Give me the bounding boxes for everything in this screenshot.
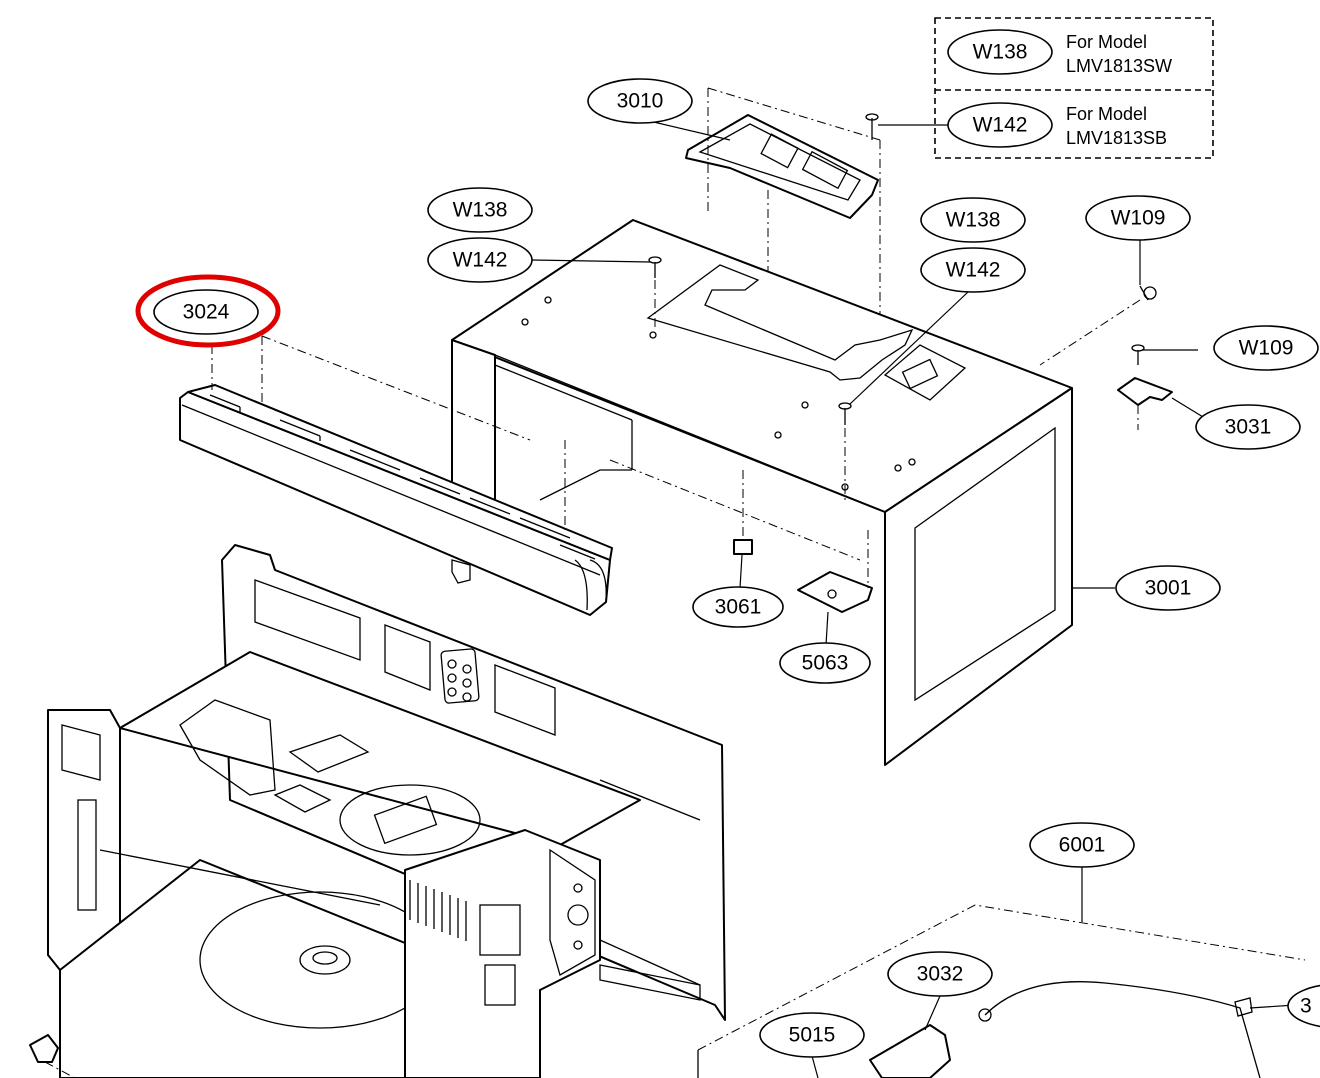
highlight-ring-3024 (135, 274, 281, 348)
note-code-w142: W142 (973, 114, 1028, 137)
callout-5015: 5015 (789, 1024, 836, 1047)
note-line-2b: LMV1813SB (1066, 128, 1167, 148)
part-3061-switch (733, 470, 753, 555)
part-3001-outer-case (451, 219, 1073, 766)
callout-3024: 3024 (183, 301, 230, 324)
note-line-1a: For Model (1066, 32, 1147, 52)
part-3032-cover (869, 1024, 951, 1078)
callout-3001: 3001 (1145, 577, 1192, 600)
callout-w109-lower: W109 (1239, 337, 1294, 360)
note-line-2a: For Model (1066, 104, 1147, 124)
callout-3061: 3061 (715, 596, 762, 619)
callout-w138-right: W138 (946, 209, 1001, 232)
callout-3032: 3032 (917, 963, 964, 986)
callout-3010: 3010 (617, 90, 664, 113)
callout-w142-left: W142 (453, 249, 508, 272)
callout-w142-right: W142 (946, 259, 1001, 282)
callout-6001: 6001 (1059, 834, 1106, 857)
inner-chassis (47, 544, 726, 1078)
latch-part (29, 1034, 76, 1078)
callout-w138-left: W138 (453, 199, 508, 222)
callout-partial-right: 3 (1300, 995, 1312, 1018)
callout-5063: 5063 (802, 652, 849, 675)
callout-3031: 3031 (1225, 416, 1272, 439)
note-code-w138: W138 (973, 41, 1028, 64)
part-3024-vent-grille (179, 335, 861, 616)
model-note-box: W138 For Model LMV1813SW W142 For Model … (934, 17, 1214, 159)
part-6001-base-plate (697, 866, 1306, 1078)
note-line-1b: LMV1813SW (1066, 56, 1172, 76)
part-5063-bracket (797, 530, 873, 613)
callout-w109-upper: W109 (1111, 207, 1166, 230)
part-3031-bracket (1117, 377, 1173, 430)
part-3010-control-plate (685, 87, 948, 330)
